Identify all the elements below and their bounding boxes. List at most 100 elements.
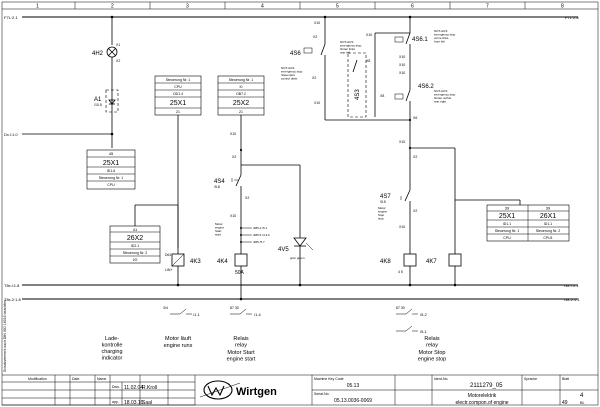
svg-text:4K4: 4K4: [217, 259, 228, 265]
svg-text:CPU1: CPU1: [543, 236, 552, 240]
tb-sprache-label: Sprache: [524, 377, 537, 381]
contact-ref-4k8: [396, 308, 418, 332]
column-number: 5: [336, 4, 339, 10]
rail-label: F7L:2.1: [4, 15, 18, 20]
column-number: 6: [411, 4, 414, 10]
svg-text:4S6.1: 4S6.1: [412, 37, 428, 43]
svg-text:X6: X6: [413, 116, 417, 120]
svg-text:4S7: 4S7: [380, 194, 391, 200]
svg-text:/5.8: /5.8: [214, 185, 220, 189]
contact-ref-4k3: [170, 308, 192, 315]
wirtgen-logo: [199, 380, 241, 400]
relay-4k7: [448, 253, 462, 267]
caption-engine-runs-de: Motor läuft: [165, 336, 191, 342]
tb-ident-no: 2111279_05: [470, 383, 503, 389]
svg-text:ID1.6: ID1.6: [107, 169, 115, 173]
svg-text:ID2.1: ID2.1: [131, 244, 139, 248]
svg-text:Steuerung Nr. 1: Steuerung Nr. 1: [495, 229, 520, 233]
rail-label: T8x.2:1.8: [4, 297, 21, 302]
svg-text:39: 39: [505, 206, 510, 211]
tb-serial-label: Serial-No.: [314, 392, 330, 396]
push-button-4s7: [400, 189, 411, 202]
svg-text:X10: X10: [230, 214, 236, 218]
tb-title-en: electr.compon.of engine: [455, 400, 508, 406]
svg-text:Steuerung Nr. 2: Steuerung Nr. 2: [123, 251, 148, 255]
tb-machine-code: 05.13: [347, 383, 360, 389]
tb-ident-label: Ident-No.: [434, 377, 448, 381]
emergency-stop-4s6-1: [394, 32, 411, 45]
svg-text:4K8: 4K8: [380, 259, 391, 265]
svg-text:I0: I0: [240, 85, 243, 89]
logo-text: Wirtgen: [236, 386, 277, 398]
plc-box-25x1: 45 25X1 ID1.6 Steuerung Nr. 1 CPU: [86, 149, 136, 190]
steuerung-box-2: Steuerung Nr. 1 I0 OB7.2 25X2 21: [217, 75, 265, 116]
svg-text:X10: X10: [399, 225, 405, 229]
rail-label: T8x.l:1.8: [4, 283, 20, 288]
svg-text:D61: D61: [165, 253, 171, 257]
svg-text:4M5 /5.7: 4M5 /5.7: [253, 240, 265, 244]
svg-text:A1: A1: [94, 97, 102, 103]
column-number: 1: [36, 4, 39, 10]
svg-text:41: 41: [133, 227, 138, 232]
svg-text:OD1.4: OD1.4: [173, 92, 183, 96]
copyright-note: Schutzvermerk nach DIN ISO 16016 beachte…: [3, 300, 7, 372]
svg-text:/5.5: /5.5: [380, 200, 386, 204]
tb-title-de: Motorelektrik: [468, 393, 497, 399]
svg-text:26X1: 26X1: [540, 213, 556, 220]
svg-text:X10: X10: [399, 63, 405, 67]
svg-text:X1: X1: [116, 43, 120, 47]
svg-text:4S6.2: 4S6.2: [418, 84, 434, 90]
relay-4k8: [403, 253, 417, 267]
svg-text:X8: X8: [366, 59, 370, 63]
svg-text:X10: X10: [314, 21, 320, 25]
svg-text:X2: X2: [312, 76, 316, 80]
relay-4k3: [171, 253, 185, 267]
svg-text:I/O: I/O: [133, 258, 138, 262]
emergency-stop-4s3: [352, 59, 358, 73]
tb-sheet-unit: Bl.: [580, 400, 585, 405]
tb-header-date: Date: [72, 377, 79, 381]
lamp-4h2: [106, 46, 118, 58]
svg-text:LIN+: LIN+: [165, 268, 173, 272]
svg-text:/1.1: /1.1: [193, 312, 200, 317]
svg-text:Steuerung Nr. 2: Steuerung Nr. 2: [536, 229, 561, 233]
svg-text:X2: X2: [313, 35, 317, 39]
column-number: 8: [561, 4, 564, 10]
diode-4v5: [293, 237, 314, 251]
svg-text:X10: X10: [399, 55, 405, 59]
svg-text:grün green: grün green: [290, 256, 305, 260]
svg-text:25X1: 25X1: [170, 100, 186, 107]
plc-box-right: 39 25X1 ID1.1 Steuerung Nr. 1 CPU 39 26X…: [486, 204, 570, 242]
svg-text:X2: X2: [413, 209, 417, 213]
svg-text:26X2: 26X2: [127, 235, 143, 242]
svg-text:4S4: 4S4: [214, 179, 225, 185]
svg-text:21: 21: [176, 110, 180, 114]
svg-text:4S3: 4S3: [355, 89, 361, 100]
svg-text:X10: X10: [314, 101, 320, 105]
svg-text:X10: X10: [230, 132, 236, 136]
svg-text:Steuerung Nr. 1: Steuerung Nr. 1: [229, 78, 254, 82]
svg-text:3/4: 3/4: [163, 306, 168, 310]
svg-text:50A: 50A: [235, 270, 245, 276]
svg-text:X10: X10: [366, 33, 372, 37]
svg-text:87 30: 87 30: [230, 306, 239, 310]
relay-4k4: [234, 253, 248, 267]
tb-serial-no: 05.13.0036-0069: [334, 398, 372, 404]
svg-text:/5.1: /5.1: [420, 329, 427, 334]
svg-text:/1.4: /1.4: [254, 312, 261, 317]
tb-header-name: Name: [97, 377, 106, 381]
column-number: 3: [186, 4, 189, 10]
rail-label: Dx.l:1.0: [4, 132, 18, 137]
svg-text:X10: X10: [399, 71, 405, 75]
svg-text:39: 39: [546, 206, 551, 211]
svg-text:X2: X2: [116, 59, 120, 63]
svg-text:4V5: 4V5: [278, 247, 289, 253]
column-number: 2: [111, 4, 114, 10]
